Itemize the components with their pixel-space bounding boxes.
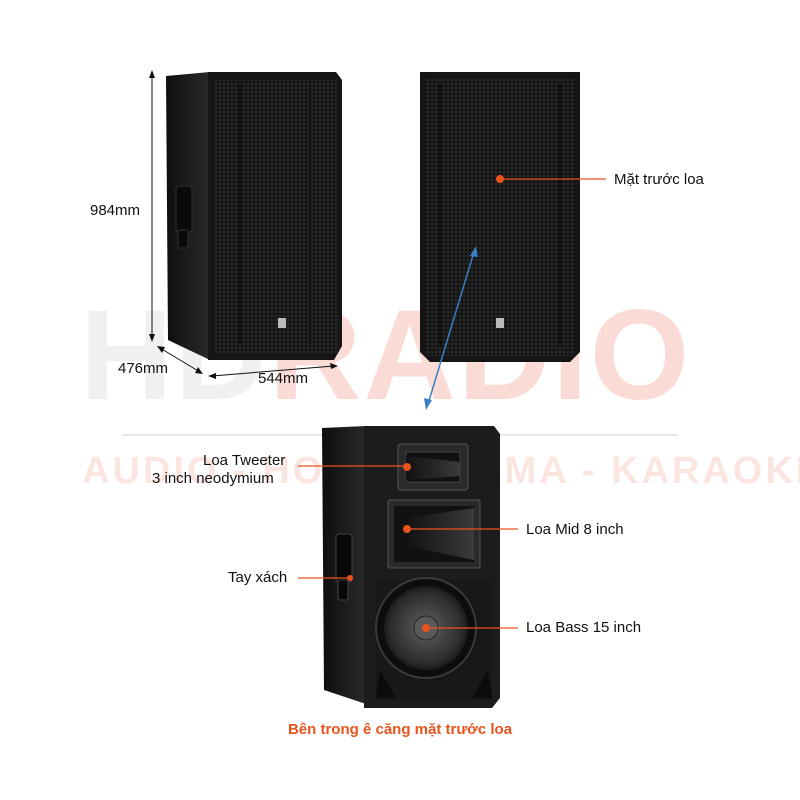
carry-handle-icon [335, 533, 353, 583]
tweeter-label-line2: 3 inch neodymium [152, 470, 274, 487]
speaker-front-view [420, 72, 580, 362]
image-caption: Bên trong ê căng mặt trước loa [287, 721, 513, 738]
side-handle-icon [175, 185, 193, 233]
jbl-logo-icon-2 [496, 318, 504, 328]
bass-dot [422, 624, 430, 632]
speaker-inside-view [322, 426, 500, 708]
callout-dots [347, 175, 504, 581]
mid-dot [403, 525, 411, 533]
height-dimension-label: 984mm [90, 202, 141, 219]
mid-label: Loa Mid 8 inch [526, 521, 624, 538]
speaker-grille [214, 80, 338, 354]
width-dimension-label: 544mm [258, 370, 309, 387]
front-grille [426, 78, 574, 356]
tweeter-label-line1: Loa Tweeter [203, 452, 286, 469]
callout-lines [298, 178, 606, 629]
mid-horn [406, 508, 474, 560]
bass-label: Loa Bass 15 inch [526, 619, 642, 636]
handle-label: Tay xách [228, 569, 288, 586]
front-face-label: Mặt trước loa [614, 171, 704, 188]
tweeter-dot [403, 463, 411, 471]
connector-arrow [424, 246, 478, 410]
depth-dimension-label: 476mm [118, 360, 169, 377]
speaker-angled-view [166, 72, 342, 360]
dimension-lines [149, 70, 338, 379]
jbl-logo-icon [278, 318, 286, 328]
